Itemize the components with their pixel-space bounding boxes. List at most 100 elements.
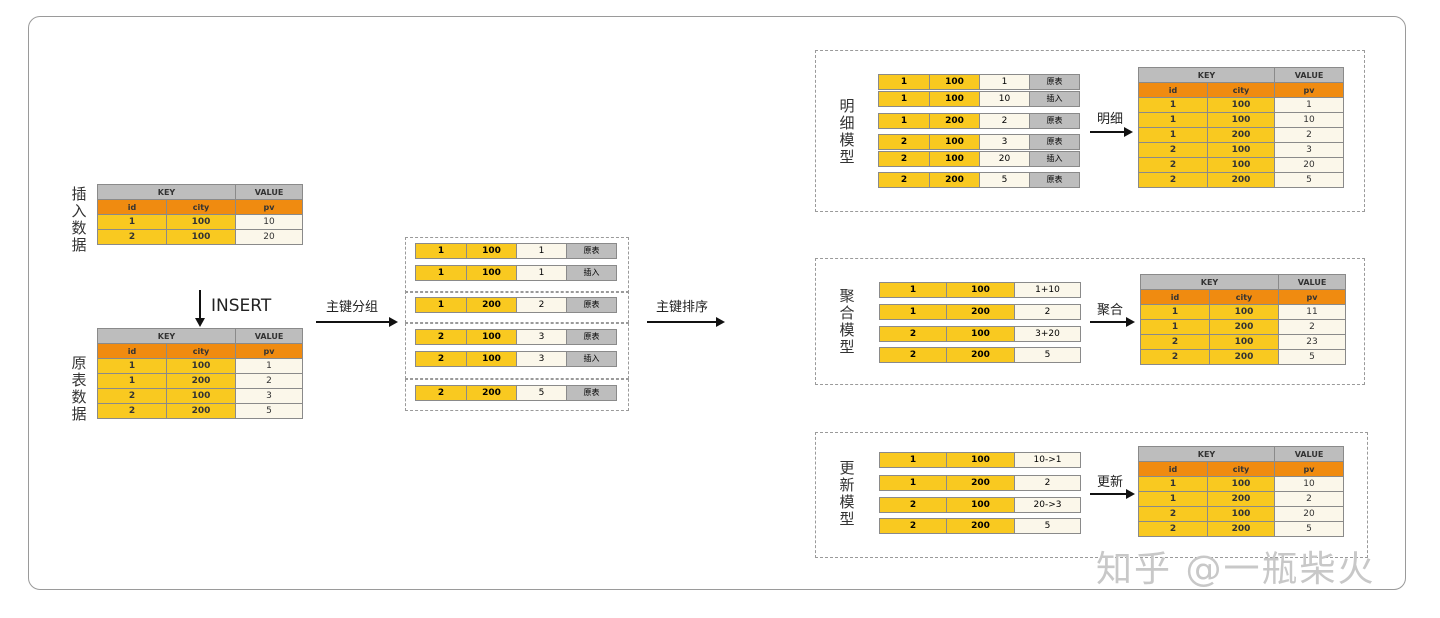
city-cell: 100 (1207, 476, 1275, 492)
sort-arrow-head (716, 317, 725, 327)
id-cell: 1 (1138, 127, 1208, 143)
key-group-box (405, 237, 629, 293)
city-cell: 100 (1209, 334, 1279, 350)
source-tag: 插入 (1030, 151, 1080, 167)
id-column-header: id (1140, 289, 1210, 305)
pv-cell: 3 (1274, 142, 1344, 158)
id-cell: 1 (415, 297, 467, 313)
id-cell: 2 (1138, 521, 1208, 537)
id-cell: 2 (879, 518, 947, 534)
city-cell: 200 (1207, 521, 1275, 537)
pv-cell: 20 (1274, 506, 1344, 522)
city-column-header: city (1207, 461, 1275, 477)
pv-cell: 10 (1274, 112, 1344, 128)
pv-cell: 20 (235, 229, 303, 245)
source-tag: 插入 (567, 265, 617, 281)
value-header: VALUE (1278, 274, 1346, 290)
id-column-header: id (1138, 461, 1208, 477)
insert-arrow-line (199, 290, 201, 320)
insert-arrow-head (195, 318, 205, 327)
pv-cell: 3 (517, 351, 567, 367)
source-tag: 原表 (1030, 113, 1080, 129)
city-cell: 100 (1207, 506, 1275, 522)
id-cell: 2 (878, 134, 930, 150)
pv-column-header: pv (1278, 289, 1346, 305)
id-cell: 1 (1140, 304, 1210, 320)
id-cell: 2 (879, 326, 947, 342)
pv-cell: 1 (980, 74, 1030, 90)
pv-cell: 3 (980, 134, 1030, 150)
agg-model-label: 聚合模型 (839, 287, 855, 356)
pv-cell: 2 (1015, 475, 1081, 491)
uniq-arrow-head (1126, 489, 1135, 499)
pv-cell: 5 (980, 172, 1030, 188)
city-column-header: city (166, 343, 236, 359)
id-cell: 1 (415, 265, 467, 281)
pv-cell: 2 (517, 297, 567, 313)
source-tag: 原表 (567, 297, 617, 313)
city-cell: 200 (166, 403, 236, 419)
value-header: VALUE (235, 184, 303, 200)
id-cell: 1 (1138, 476, 1208, 492)
pv-cell: 2 (1274, 491, 1344, 507)
agg-arrow-label: 聚合 (1097, 303, 1124, 318)
id-cell: 2 (415, 385, 467, 401)
city-cell: 100 (930, 151, 980, 167)
pv-cell: 10 (1274, 476, 1344, 492)
key-header: KEY (97, 184, 236, 200)
key-header: KEY (97, 328, 236, 344)
id-cell: 2 (1140, 349, 1210, 365)
city-cell: 100 (166, 229, 236, 245)
agg-model-box (815, 258, 1365, 385)
source-tag: 插入 (1030, 91, 1080, 107)
id-column-header: id (97, 199, 167, 215)
city-cell: 100 (1207, 112, 1275, 128)
pv-cell: 1 (517, 243, 567, 259)
sort-by-key-label: 主键排序 (656, 300, 709, 315)
city-cell: 200 (947, 518, 1015, 534)
pv-cell: 10->1 (1015, 452, 1081, 468)
city-cell: 100 (947, 326, 1015, 342)
id-cell: 1 (879, 475, 947, 491)
id-cell: 2 (1138, 172, 1208, 188)
city-cell: 100 (947, 497, 1015, 513)
id-cell: 2 (97, 403, 167, 419)
uniq-model-label: 更新模型 (839, 459, 855, 528)
pv-cell: 11 (1278, 304, 1346, 320)
key-group-box (405, 323, 629, 379)
city-cell: 200 (930, 113, 980, 129)
pv-cell: 5 (1274, 172, 1344, 188)
pv-cell: 1 (1274, 97, 1344, 113)
city-cell: 200 (1207, 491, 1275, 507)
city-cell: 200 (166, 373, 236, 389)
city-cell: 200 (1209, 349, 1279, 365)
city-cell: 100 (947, 452, 1015, 468)
pv-column-header: pv (1274, 461, 1344, 477)
id-cell: 1 (97, 214, 167, 230)
id-cell: 1 (1138, 491, 1208, 507)
